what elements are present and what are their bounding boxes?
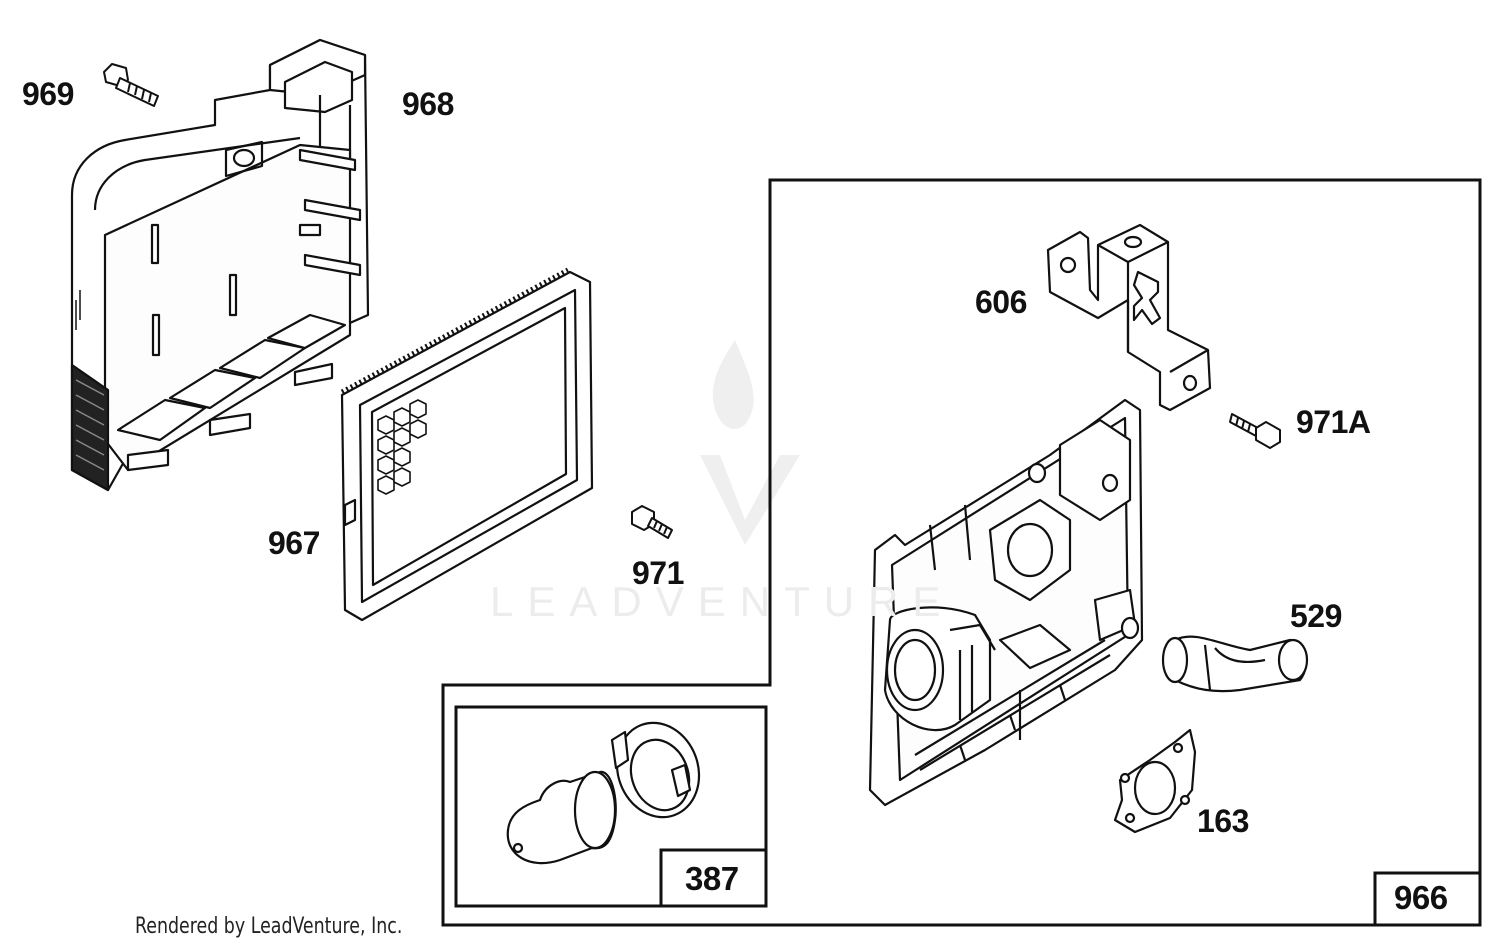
air-cleaner-cover-968	[70, 38, 370, 492]
air-cleaner-base	[868, 398, 1144, 807]
rendered-by-credit: Rendered by LeadVenture, Inc.	[135, 914, 403, 939]
label-967: 967	[268, 525, 320, 561]
watermark-logo	[700, 340, 800, 545]
screw-971a	[1229, 413, 1281, 449]
label-966: 966	[1394, 879, 1448, 916]
label-529: 529	[1290, 598, 1342, 634]
screw-971	[631, 505, 673, 539]
label-163: 163	[1197, 803, 1249, 839]
bracket-606	[1046, 223, 1212, 412]
label-606: 606	[975, 284, 1027, 320]
elbow-tube-529	[1161, 635, 1309, 693]
kit-387-tag	[659, 848, 768, 908]
gasket-163	[1113, 728, 1197, 834]
pre-cleaner-387	[506, 721, 701, 865]
screw-969	[103, 63, 159, 107]
label-971a: 971A	[1296, 404, 1371, 440]
label-971: 971	[632, 555, 684, 591]
air-filter-967	[340, 267, 594, 622]
kit-966-outline	[441, 178, 1482, 927]
watermark-text: LEADVENTURE	[490, 578, 955, 625]
label-969: 969	[22, 76, 74, 112]
label-968: 968	[402, 86, 454, 122]
kit-966-tag	[1373, 871, 1482, 927]
label-387: 387	[685, 860, 739, 897]
